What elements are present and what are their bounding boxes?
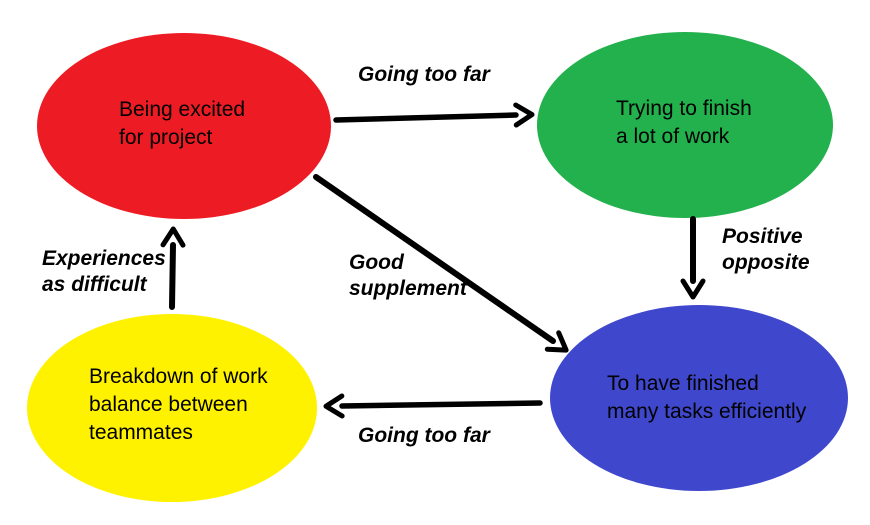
arrow-blue-to-yellow xyxy=(323,393,543,419)
edge-label-red-to-green: Going too far xyxy=(358,63,490,86)
node-green-ellipse xyxy=(537,32,833,218)
arrow-red-to-green xyxy=(333,102,535,128)
node-red-ellipse xyxy=(37,33,331,219)
arrow-yellow-to-red xyxy=(160,226,186,310)
node-green-label: Trying to finish a lot of work xyxy=(616,97,752,148)
node-yellow-label: Breakdown of work balance between teamma… xyxy=(89,365,268,444)
edge-label-green-to-blue: Positive opposite xyxy=(722,225,810,274)
edge-label-blue-to-yellow: Going too far xyxy=(358,424,490,447)
node-blue-ellipse xyxy=(550,305,848,491)
edge-label-yellow-to-red: Experiences as difficult xyxy=(42,247,166,296)
node-red-label: Being excited for project xyxy=(119,98,246,149)
node-blue-label: To have finished many tasks efficiently xyxy=(607,372,807,423)
edge-label-red-to-blue: Good supplement xyxy=(349,251,467,300)
node-yellow-ellipse xyxy=(27,314,317,502)
arrow-red-to-blue xyxy=(313,174,569,353)
